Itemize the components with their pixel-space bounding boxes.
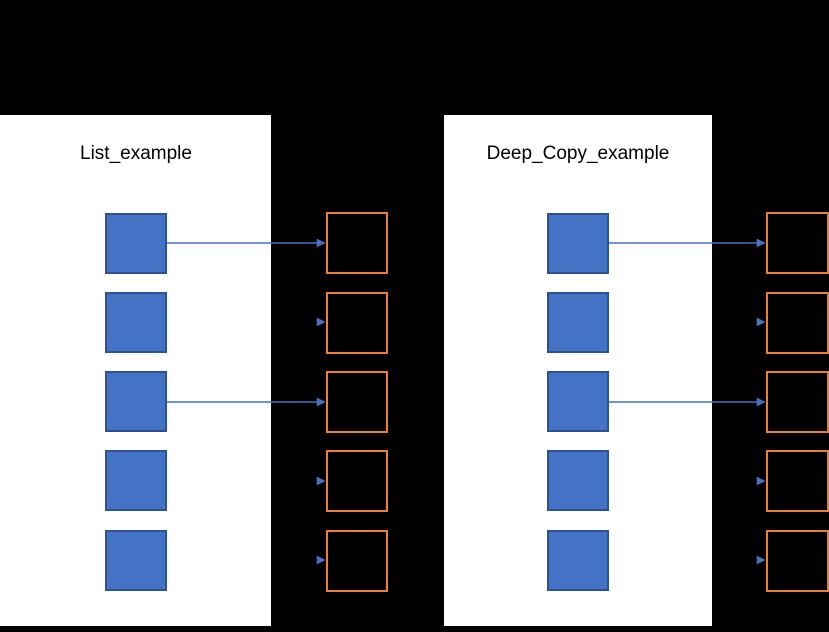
target-node-list-example-3[interactable] [326, 371, 388, 433]
target-node-list-example-2[interactable] [326, 292, 388, 354]
source-node-list-example-1[interactable] [105, 213, 167, 274]
source-node-deep-copy-example-5[interactable] [547, 530, 609, 591]
target-node-list-example-5[interactable] [326, 530, 388, 592]
source-node-deep-copy-example-1[interactable] [547, 213, 609, 274]
target-node-deep-copy-example-5[interactable] [766, 530, 829, 592]
source-node-list-example-4[interactable] [105, 450, 167, 511]
source-node-deep-copy-example-2[interactable] [547, 292, 609, 353]
source-node-deep-copy-example-4[interactable] [547, 450, 609, 511]
panel-title-list-example: List_example [80, 143, 192, 164]
target-node-deep-copy-example-4[interactable] [766, 450, 829, 512]
source-node-deep-copy-example-3[interactable] [547, 371, 609, 432]
source-node-list-example-3[interactable] [105, 371, 167, 432]
source-node-list-example-5[interactable] [105, 530, 167, 591]
target-node-deep-copy-example-1[interactable] [766, 212, 829, 274]
target-node-deep-copy-example-2[interactable] [766, 292, 829, 354]
target-node-deep-copy-example-3[interactable] [766, 371, 829, 433]
target-node-list-example-4[interactable] [326, 450, 388, 512]
source-node-list-example-2[interactable] [105, 292, 167, 353]
panel-title-deep-copy-example: Deep_Copy_example [486, 143, 670, 164]
target-node-list-example-1[interactable] [326, 212, 388, 274]
